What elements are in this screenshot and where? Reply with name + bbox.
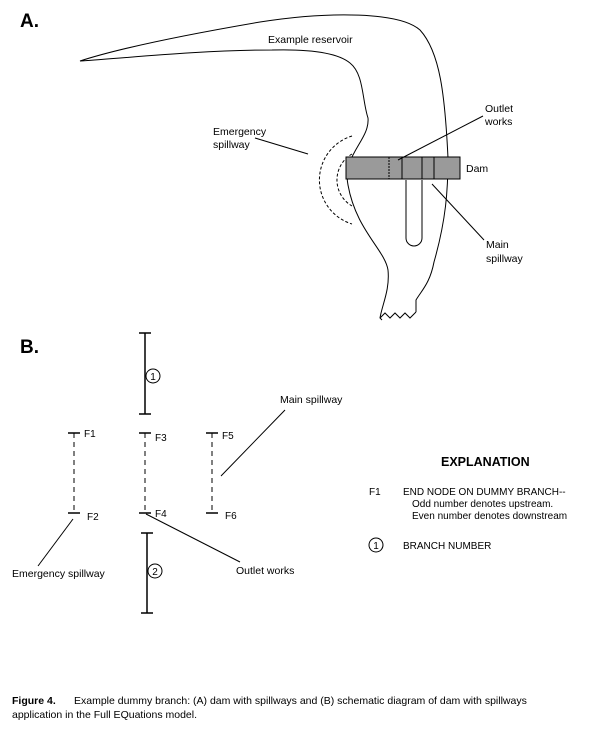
branch-2-number-circle (147, 563, 163, 579)
explanation-branch-text: BRANCH NUMBER (403, 541, 491, 552)
branch-2 (141, 532, 153, 614)
branch-1-number: 1 (150, 372, 156, 383)
caption-line2: application in the Full EQuations model. (12, 709, 197, 721)
node-f1: F1 (84, 429, 96, 440)
emergency-spillway-b-leader (37, 518, 74, 567)
dummy-branch-f1-f2 (68, 432, 80, 514)
panel-a-label: A. (20, 11, 39, 32)
emergency-spillway-b-label: Emergency spillway (12, 568, 106, 580)
emergency-spillway-label-line2: spillway (213, 139, 251, 151)
main-spillway-leader (431, 183, 485, 241)
emergency-spillway-leader (254, 137, 309, 155)
reservoir-outline (79, 14, 449, 321)
explanation-branch-circle (368, 537, 384, 553)
explanation-title: EXPLANATION (441, 455, 530, 469)
main-spillway-label-line2: spillway (486, 253, 524, 265)
explanation-node-text: END NODE ON DUMMY BRANCH-- (403, 487, 566, 498)
explanation-node-even: Even number denotes downstream (412, 511, 567, 522)
explanation-node-symbol: F1 (369, 487, 381, 498)
outlet-works-label-line1: Outlet (485, 103, 513, 115)
branch-2-number: 2 (152, 567, 158, 578)
branch-1 (139, 332, 151, 415)
explanation-branch-symbol: 1 (373, 541, 379, 552)
outlet-works-label-line2: works (484, 116, 512, 128)
dam-structure (345, 156, 461, 180)
node-f3: F3 (155, 433, 167, 444)
main-spillway-channel (405, 180, 423, 247)
node-f5: F5 (222, 431, 234, 442)
emergency-spillway-label-line1: Emergency (213, 126, 267, 138)
explanation-node-odd: Odd number denotes upstream. (412, 499, 553, 510)
dummy-branch-f5-f6 (206, 432, 218, 514)
main-spillway-b-leader (220, 409, 286, 477)
panel-b-label: B. (20, 337, 39, 358)
caption-line1: Example dummy branch: (A) dam with spill… (74, 695, 527, 707)
node-f4: F4 (155, 509, 167, 520)
outlet-works-b-leader (145, 513, 241, 563)
dam-label: Dam (466, 163, 488, 175)
outlet-works-leader (397, 115, 484, 161)
dummy-branch-f3-f4 (139, 432, 151, 514)
node-f6: F6 (225, 511, 237, 522)
example-reservoir-label: Example reservoir (268, 34, 353, 46)
caption-label: Figure 4. (12, 695, 56, 707)
main-spillway-b-label: Main spillway (280, 394, 343, 406)
node-f2: F2 (87, 512, 99, 523)
branch-1-number-circle (145, 368, 161, 384)
outlet-works-b-label: Outlet works (236, 565, 294, 577)
main-spillway-label-line1: Main (486, 239, 509, 251)
